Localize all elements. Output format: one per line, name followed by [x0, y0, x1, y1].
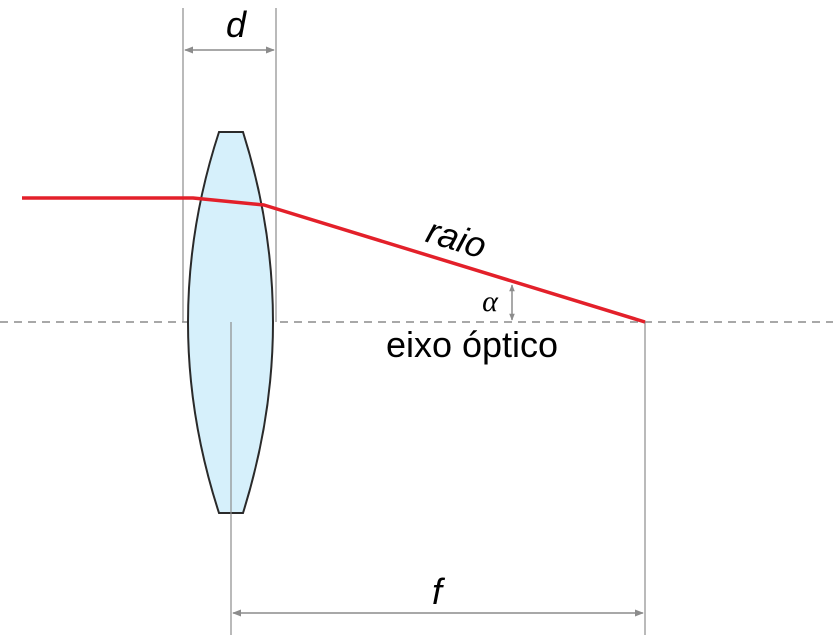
- thickness-label: d: [226, 4, 247, 45]
- light-ray: [22, 196, 646, 324]
- optical-axis-label: eixo óptico: [386, 324, 558, 365]
- focal-length-label: f: [432, 571, 446, 612]
- angle-label: α: [482, 285, 499, 318]
